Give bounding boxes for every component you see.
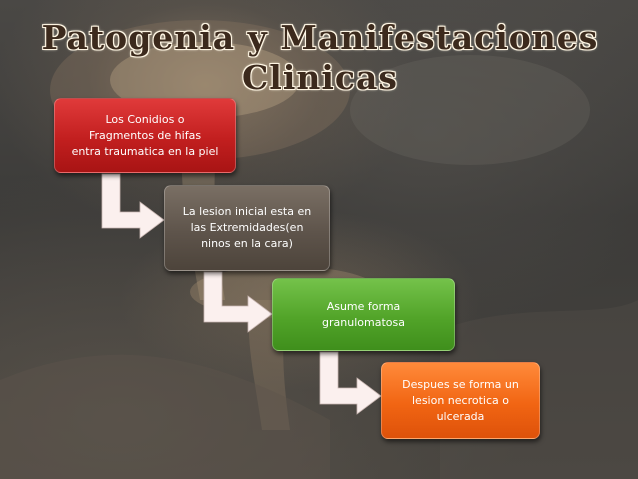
process-step-3: Asume forma granulomatosa [272,278,455,351]
connector-arrow-2 [203,271,273,333]
connector-arrow-1 [101,173,165,239]
step-4-line-1: Despues se forma un [402,377,519,391]
step-4-line-2: lesion necrotica o [412,393,509,407]
step-3-line-1: Asume forma [326,299,401,313]
step-1-line-2: Fragmentos de hifas [88,128,202,142]
step-2-line-1: La lesion inicial esta en [182,205,312,218]
process-step-2: La lesion inicial esta en las Extremidad… [164,185,330,271]
slide-title-line-1: Patogenia y Manifestaciones [41,18,599,57]
process-step-1: Los Conidios o Fragmentos de hifas entra… [54,98,236,173]
step-1-line-1: Los Conidios o [105,112,185,126]
step-4-line-3: ulcerada [436,409,485,423]
step-1-line-3: entra traumatica en la piel [71,144,219,158]
step-2-line-3: ninos en la cara) [201,237,293,250]
step-3-line-2: granulomatosa [322,315,405,329]
slide-title: Patogenia y Manifestaciones Clinicas [40,18,600,98]
slide-title-line-2: Clinicas [242,58,398,97]
step-2-line-2: las Extremidades(en [190,221,304,234]
process-step-4: Despues se forma un lesion necrotica o u… [381,362,540,439]
connector-arrow-3 [319,351,382,415]
